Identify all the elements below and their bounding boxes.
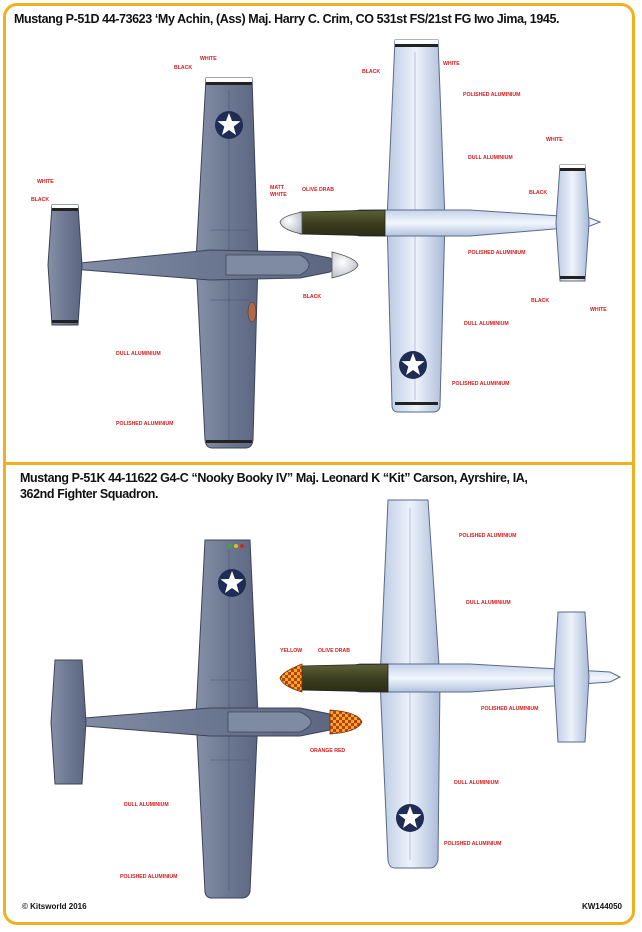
label-black-f: BLACK [531, 298, 549, 304]
label-olive-drab-2: OLIVE DRAB [318, 648, 350, 654]
product-code: KW144050 [581, 902, 622, 911]
label-black-e: BLACK [529, 190, 547, 196]
p1-underside-aircraft [279, 39, 602, 413]
p1-callouts: WHITE BLACK WHITE BLACK MATT WHITE BLACK… [31, 56, 607, 427]
section-divider [6, 462, 635, 465]
label-polished-left: POLISHED ALUMINIUM [116, 421, 173, 427]
label-olive-drab: OLIVE DRAB [302, 187, 334, 193]
label-black-c: BLACK [303, 294, 321, 300]
label-dull-wing-low: DULL ALUMINIUM [464, 321, 509, 327]
label-polished-wing-low-2: POLISHED ALUMINIUM [444, 841, 501, 847]
p2-callouts: YELLOW OLIVE DRAB ORANGE RED DULL ALUMIN… [120, 533, 538, 880]
label-black-d: BLACK [362, 69, 380, 75]
label-polished-wing-up: POLISHED ALUMINIUM [463, 92, 520, 98]
label-dull-wing-up: DULL ALUMINIUM [468, 155, 513, 161]
p2-underside-aircraft [279, 499, 622, 869]
label-black-a: BLACK [174, 65, 192, 71]
label-white-f: WHITE [590, 307, 607, 313]
label-white-b: WHITE [37, 179, 54, 185]
label-yellow: YELLOW [280, 648, 302, 654]
label-black-b: BLACK [31, 197, 49, 203]
copyright-text: © Kitsworld 2016 [22, 902, 87, 911]
label-polished-wing-up-2: POLISHED ALUMINIUM [459, 533, 516, 539]
profile1-title: Mustang P-51D 44-73623 ‘My Achin, (Ass) … [14, 12, 560, 26]
label-polished-wing-low: POLISHED ALUMINIUM [452, 381, 509, 387]
profile2-title-line2: 362nd Fighter Squadron. [20, 487, 159, 501]
p1-topview-aircraft [47, 77, 359, 449]
label-dull-left: DULL ALUMINIUM [116, 351, 161, 357]
label-orange-red: ORANGE RED [310, 748, 345, 754]
label-dull-wing-up-2: DULL ALUMINIUM [466, 600, 511, 606]
label-white-m: WHITE [270, 192, 287, 198]
label-white-e: WHITE [546, 137, 563, 143]
label-polished-fus-2: POLISHED ALUMINIUM [481, 706, 538, 712]
label-white-a: WHITE [200, 56, 217, 62]
label-polished-fus: POLISHED ALUMINIUM [468, 250, 525, 256]
p2-topview-aircraft [50, 539, 363, 899]
label-polished-left-2: POLISHED ALUMINIUM [120, 874, 177, 880]
label-dull-wing-low-2: DULL ALUMINIUM [454, 780, 499, 786]
label-dull-left-2: DULL ALUMINIUM [124, 802, 169, 808]
profile2-title-line1: Mustang P-51K 44-11622 G4-C “Nooky Booky… [20, 471, 528, 485]
label-white-d: WHITE [443, 61, 460, 67]
label-matt: MATT [270, 185, 285, 191]
